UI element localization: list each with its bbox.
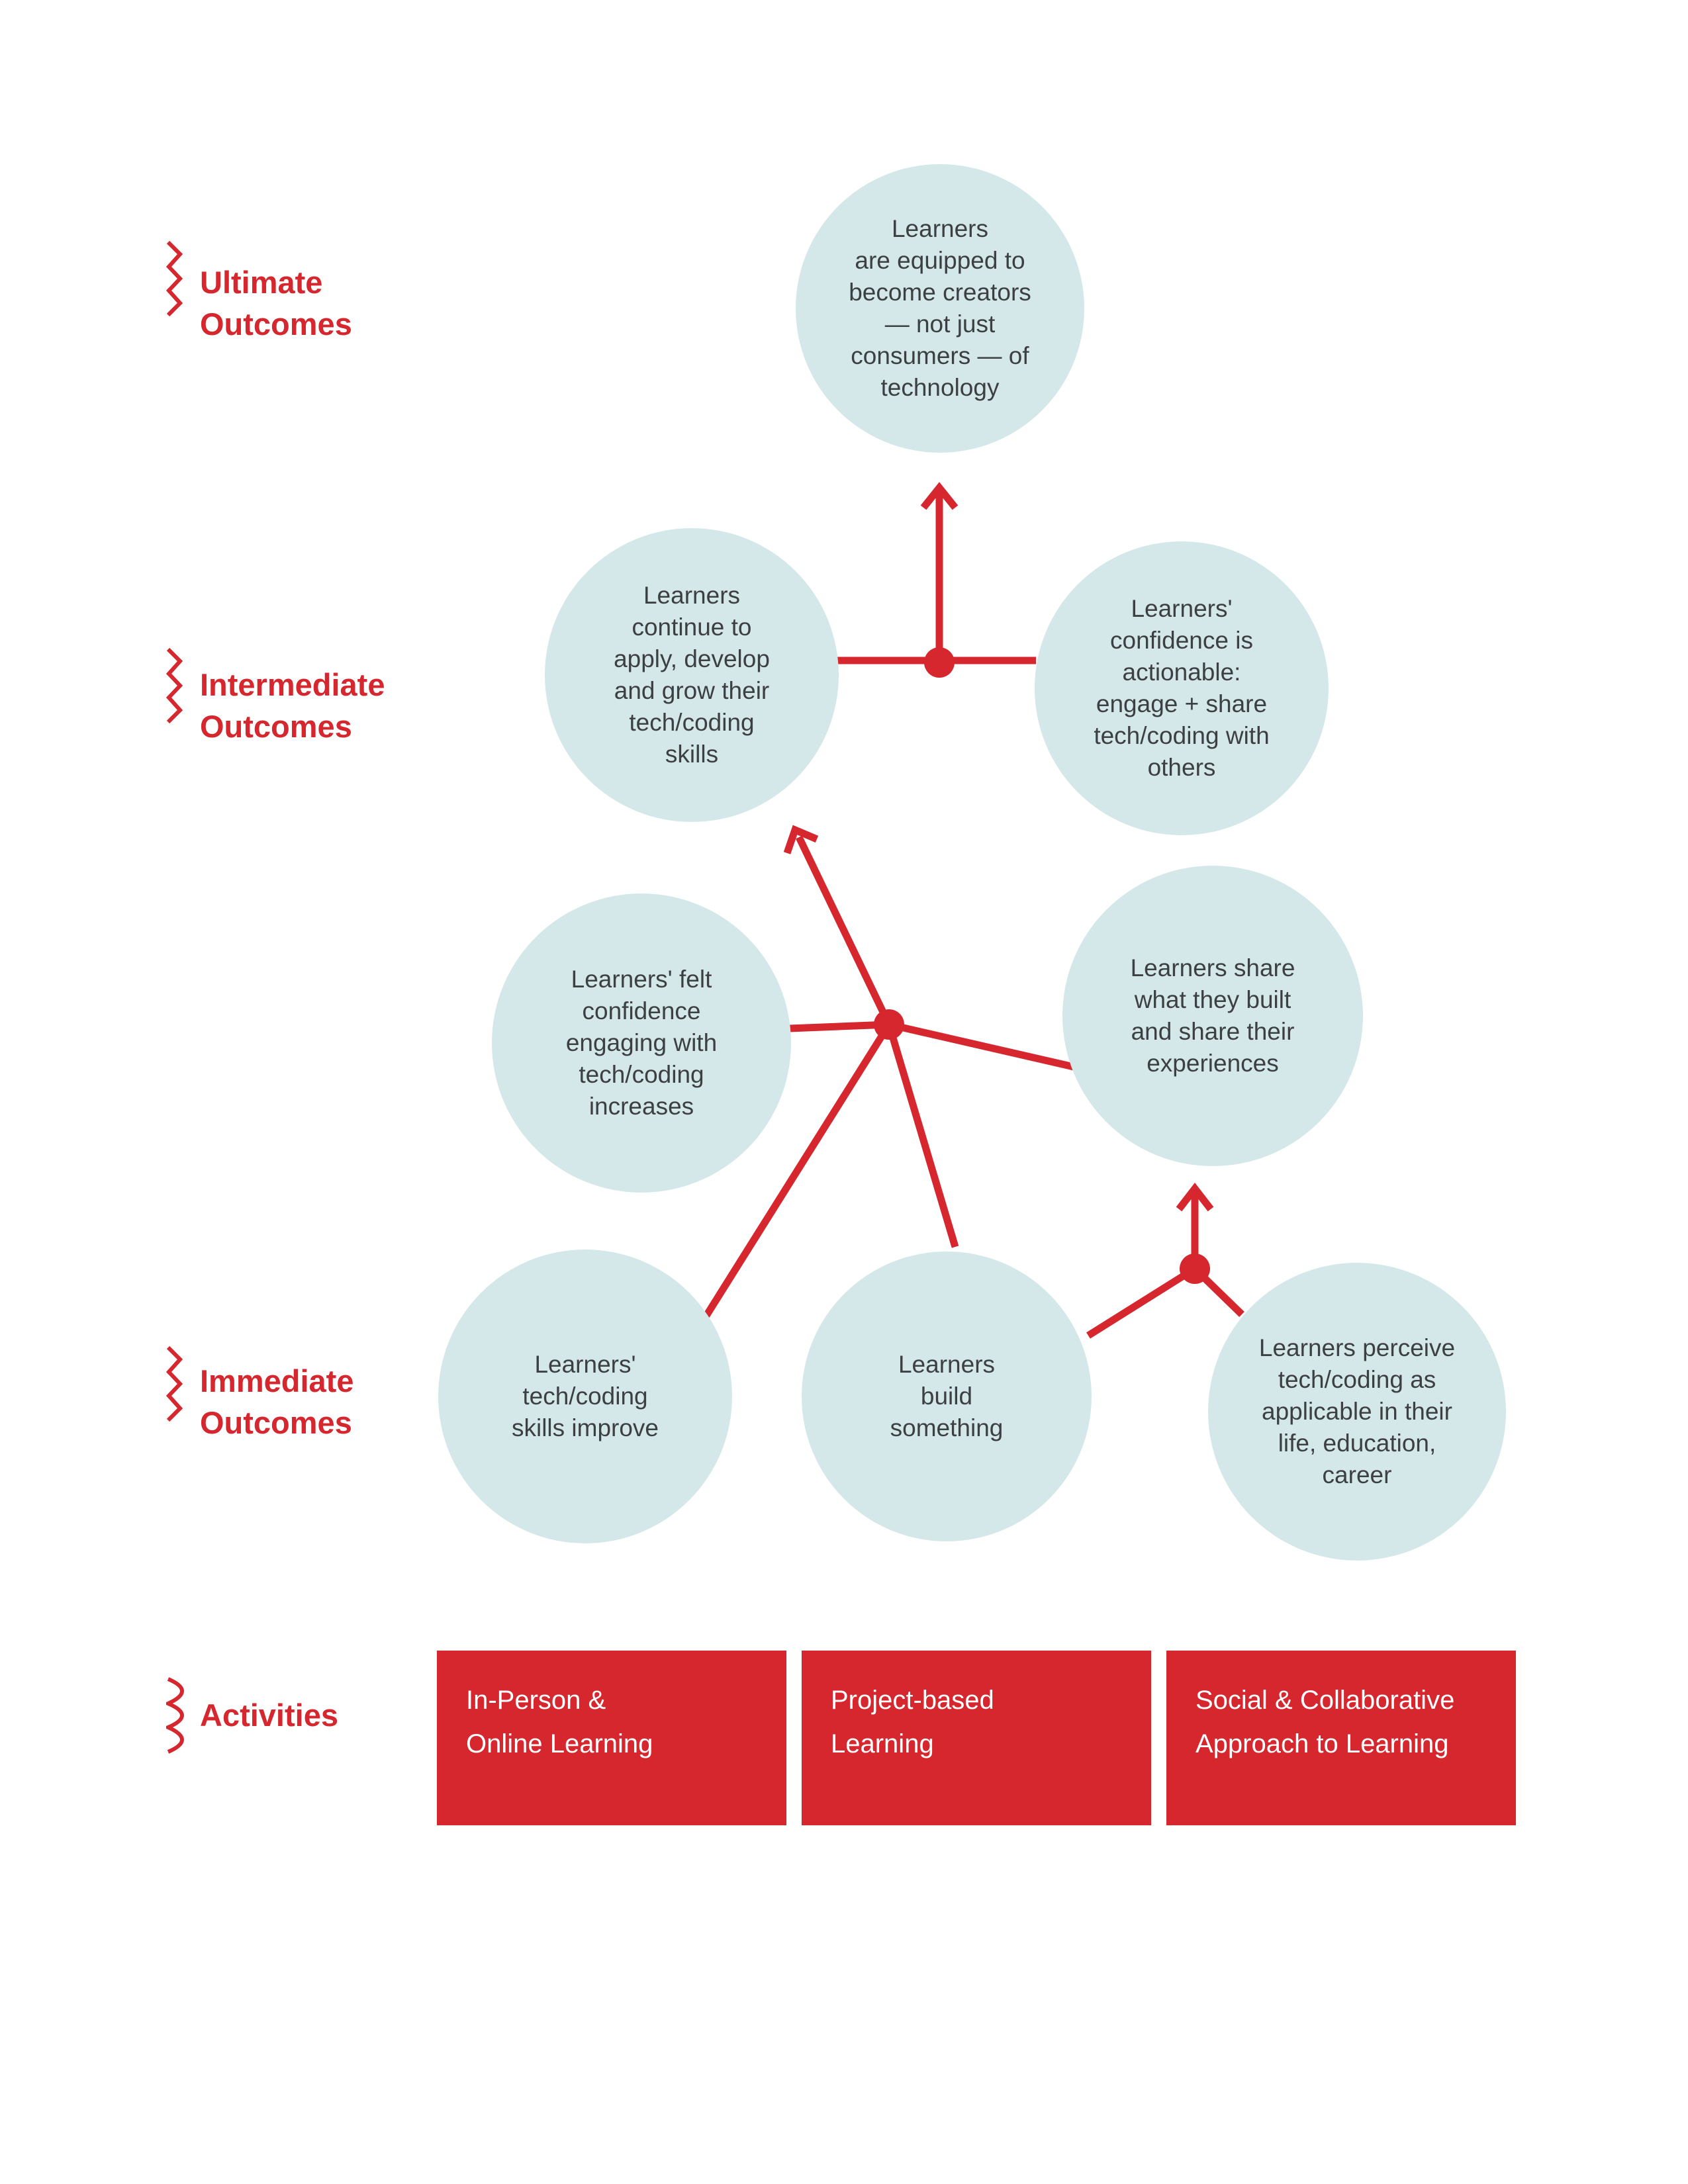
junction-intermediate-to-ultimate <box>836 482 1036 678</box>
outcome-circle-perceive-applicable: Learners perceive tech/coding as applica… <box>1208 1263 1506 1561</box>
level-label-intermediate-outcomes: Intermediate Outcomes <box>200 667 385 744</box>
connector-line <box>703 1023 892 1318</box>
junction-dot <box>1180 1253 1210 1284</box>
level-label-immediate-outcomes: Immediate Outcomes <box>200 1363 354 1440</box>
outcome-circle-felt-confidence: Learners' felt confidence engaging with … <box>492 893 791 1193</box>
squiggle-bracket-icon <box>166 1345 183 1422</box>
level-label-activities: Activities <box>200 1698 338 1733</box>
junction-dot <box>874 1009 904 1040</box>
arrowhead-up-left-icon <box>783 825 819 854</box>
activity-box-social-collaborative: Social & Collaborative Approach to Learn… <box>1166 1651 1516 1825</box>
squiggle-bracket-icon <box>166 240 183 317</box>
squiggle-wave-bracket-icon <box>166 1677 184 1754</box>
connector-line <box>888 1021 1075 1071</box>
junction-dot <box>924 647 955 678</box>
connector-line <box>885 1023 959 1248</box>
outcome-circle-equipped-creators: Learners are equipped to become creators… <box>796 164 1084 453</box>
activity-box-project-based: Project-based Learning <box>802 1651 1151 1825</box>
outcome-circle-confidence-actionable: Learners' confidence is actionable: enga… <box>1035 541 1329 835</box>
arrowhead-up-icon <box>1176 1183 1214 1212</box>
outcome-circle-skills-improve: Learners' tech/coding skills improve <box>438 1250 732 1543</box>
outcome-circle-build-something: Learners build something <box>802 1251 1092 1541</box>
squiggle-bracket-icon <box>166 647 183 724</box>
outcome-circle-continue-apply: Learners continue to apply, develop and … <box>545 528 839 822</box>
junction-immediate-to-intermediate <box>703 825 1075 1318</box>
junction-build-share <box>1086 1183 1244 1339</box>
arrowhead-up-icon <box>920 482 959 510</box>
activity-box-in-person-online: In-Person & Online Learning <box>437 1651 786 1825</box>
level-label-ultimate-outcomes: Ultimate Outcomes <box>200 265 352 341</box>
connector-line <box>1086 1265 1197 1339</box>
outcome-circle-share-built: Learners share what they built and share… <box>1062 866 1363 1166</box>
connector-line <box>796 835 892 1026</box>
connector-line <box>788 1021 890 1032</box>
